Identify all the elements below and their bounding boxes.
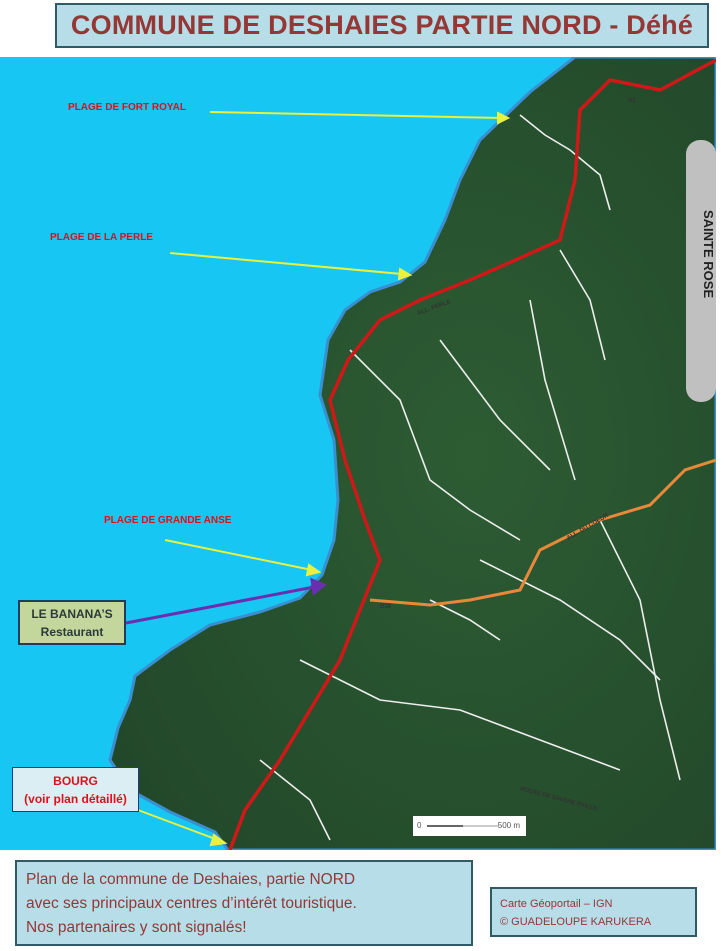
- secondary-roads: [259, 114, 681, 841]
- title-banner: COMMUNE DE DESHAIES PARTIE NORD - Déhé: [55, 3, 709, 48]
- beach-label-la-perle: PLAGE DE LA PERLE: [50, 232, 153, 243]
- partner-name: LE BANANA’S: [31, 607, 113, 621]
- credit-box: Carte Géoportail – IGN © GUADELOUPE KARU…: [490, 887, 697, 937]
- bourg-note: (voir plan détaillé): [24, 792, 127, 806]
- partner-banana-box[interactable]: LE BANANA’S Restaurant: [18, 600, 126, 645]
- scale-distance: 500 m: [497, 821, 520, 830]
- partner-type: Restaurant: [40, 625, 104, 639]
- satellite-map[interactable]: SAINTE ROSE D18 ALL. DU COEUR ROUTE DE S…: [0, 57, 716, 850]
- sainte-rose-label: SAINTE ROSE: [701, 210, 716, 298]
- partner-arrow: [125, 577, 327, 625]
- description-line-3: Nos partenaires y sont signalés!: [26, 919, 247, 936]
- beach-arrows: [137, 111, 511, 847]
- description-box: Plan de la commune de Deshaies, partie N…: [15, 860, 473, 946]
- credit-line-1: Carte Géoportail – IGN: [500, 898, 613, 910]
- bourg-box[interactable]: BOURG (voir plan détaillé): [12, 767, 139, 812]
- bourg-name: BOURG: [53, 774, 98, 788]
- beach-label-grande-anse: PLAGE DE GRANDE ANSE: [104, 515, 232, 526]
- road-label-d18: D18: [380, 604, 392, 610]
- credit-line-2: © GUADELOUPE KARUKERA: [500, 916, 652, 928]
- description-line-1: Plan de la commune de Deshaies, partie N…: [26, 871, 356, 888]
- road-label-n2: N2: [628, 98, 636, 104]
- description-line-2: avec ses principaux centres d’intérêt to…: [26, 895, 357, 912]
- road-n2: [228, 58, 716, 850]
- scale-zero: 0: [417, 821, 422, 830]
- beach-label-fort-royal: PLAGE DE FORT ROYAL: [68, 102, 186, 113]
- scale-line: [427, 825, 499, 827]
- page-title: COMMUNE DE DESHAIES PARTIE NORD - Déhé: [70, 10, 694, 40]
- sainte-rose-area: [686, 140, 716, 402]
- road-d18: [369, 458, 716, 607]
- scale-bar: 0 500 m: [413, 816, 526, 836]
- land: [108, 57, 716, 850]
